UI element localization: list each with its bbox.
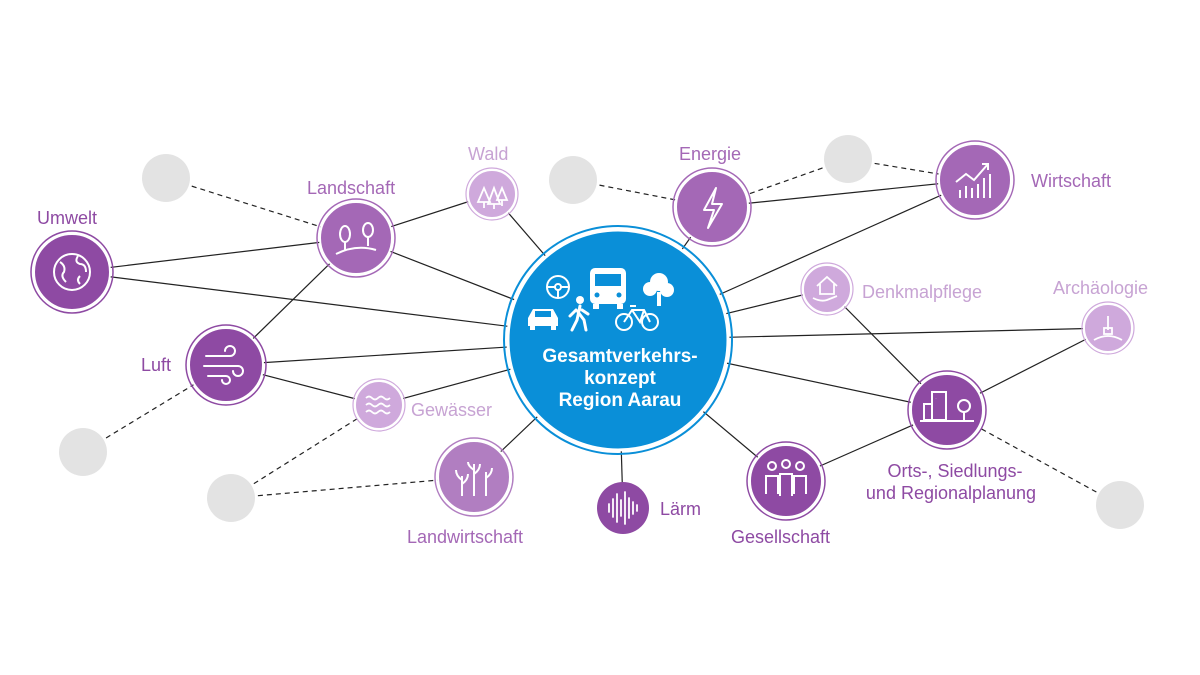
center-title: Gesamtverkehrs- konzept Region Aarau <box>520 346 720 412</box>
people-icon <box>765 459 807 496</box>
lightning-icon <box>703 187 723 229</box>
label-ortsplanung-line-1: Orts-, Siedlungs- <box>887 461 1023 481</box>
center-title-line-2: konzept <box>584 368 656 389</box>
center-title-line-1: Gesamtverkehrs- <box>542 346 698 367</box>
globe-icon <box>53 253 91 291</box>
node-umwelt <box>30 230 114 314</box>
placeholder-node-1 <box>142 154 190 202</box>
car-icon <box>528 309 558 330</box>
pedestrian-icon <box>568 296 590 332</box>
label-wirtschaft: Wirtschaft <box>1031 171 1112 191</box>
label-archaeologie: Archäologie <box>1053 278 1149 298</box>
edge-energie-wirtschaft <box>711 179 976 208</box>
node-landwirtschaft <box>434 437 514 517</box>
label-denkmalpflege: Denkmalpflege <box>862 282 983 302</box>
placeholder-node-3 <box>207 474 255 522</box>
label-landschaft: Landschaft <box>307 178 396 198</box>
node-denkmalpflege <box>800 262 854 316</box>
waves-icon <box>365 395 391 415</box>
label-energie: Energie <box>679 144 742 164</box>
label-wald: Wald <box>468 144 509 164</box>
node-landschaft <box>316 198 396 278</box>
node-energie <box>672 167 752 247</box>
sound-wave-icon <box>608 491 638 525</box>
edge-dashed-4 <box>230 476 475 499</box>
node-gewaesser <box>352 378 406 432</box>
placeholder-node-2 <box>59 428 107 476</box>
node-ortsplanung <box>907 370 987 450</box>
label-gewaesser: Gewässer <box>411 400 493 420</box>
label-umwelt: Umwelt <box>37 208 98 228</box>
edge-dashed-3 <box>230 404 380 499</box>
placeholder-nodes <box>59 135 1144 529</box>
node-luft <box>185 324 267 406</box>
wind-icon <box>203 345 244 385</box>
city-icon <box>920 391 974 422</box>
bicycle-icon <box>615 305 659 331</box>
placeholder-node-4 <box>549 156 597 204</box>
steering-wheel-icon <box>546 275 570 299</box>
forest-icon <box>476 185 509 209</box>
center-node <box>503 225 733 455</box>
growth-chart-icon <box>955 163 991 198</box>
node-wald <box>465 167 519 221</box>
node-gesellschaft <box>746 441 826 521</box>
placeholder-node-5 <box>824 135 872 183</box>
label-luft: Luft <box>141 355 172 375</box>
node-wirtschaft <box>935 140 1015 220</box>
excavation-icon <box>1093 316 1123 341</box>
placeholder-node-6 <box>1096 481 1144 529</box>
landscape-icon <box>335 222 377 255</box>
center-title-line-3: Region Aarau <box>558 390 682 411</box>
label-gesellschaft: Gesellschaft <box>731 527 831 547</box>
label-ortsplanung-line-2: und Regionalplanung <box>865 483 1037 503</box>
label-landwirtschaft: Landwirtschaft <box>407 527 524 547</box>
tree-icon <box>643 273 674 306</box>
heritage-house-icon <box>812 275 838 302</box>
node-archaeologie <box>1081 301 1135 355</box>
label-laerm: Lärm <box>660 499 702 519</box>
plants-icon <box>455 461 493 496</box>
label-ortsplanung: Orts-, Siedlungs- und Regionalplanung <box>866 460 1040 504</box>
edge-umwelt-landschaft <box>71 237 357 273</box>
node-laerm <box>597 482 649 534</box>
bus-icon <box>590 268 626 309</box>
